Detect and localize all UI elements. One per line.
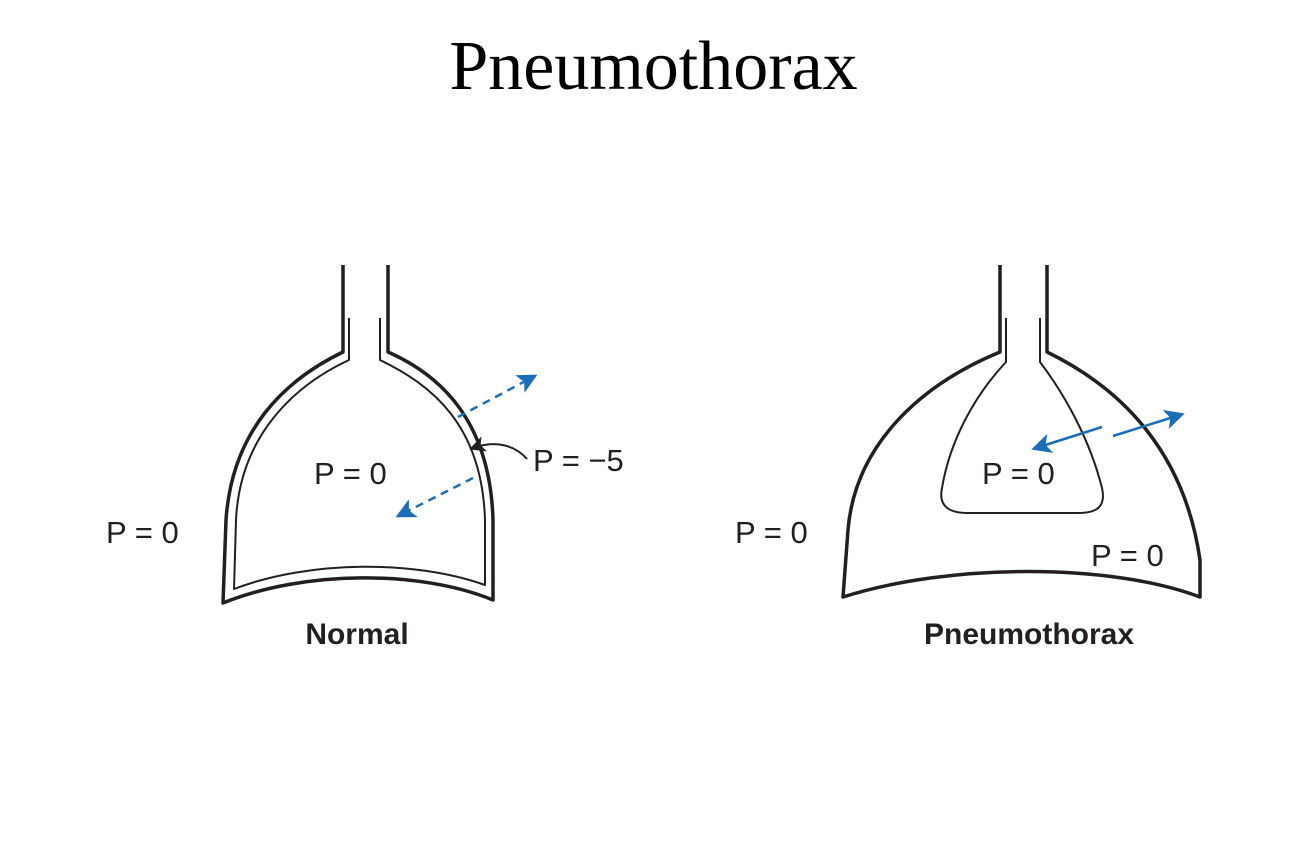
pneumothorax-chest-expansion-arrow — [1112, 409, 1185, 438]
normal-chest-wall — [221, 265, 495, 605]
pneumothorax-lung-recoil-arrow — [1031, 425, 1103, 453]
normal-lung-recoil-arrow — [395, 476, 474, 518]
pneumothorax-chest-wall — [841, 265, 1202, 599]
normal-outside-pressure-label: P = 0 — [106, 515, 179, 550]
normal-intrapleural-pressure-label: P = −5 — [533, 443, 624, 478]
pneumothorax-lung-pressure-label: P = 0 — [982, 456, 1055, 491]
normal-alveolar-pressure-label: P = 0 — [314, 456, 387, 491]
normal-caption: Normal — [305, 618, 408, 651]
normal-lung — [233, 318, 486, 590]
pneumothorax-outside-pressure-label: P = 0 — [735, 515, 808, 550]
pneumothorax-pleural-pressure-label: P = 0 — [1091, 538, 1164, 573]
normal-diagram: P = 0 P = 0 P = −5 Normal — [106, 265, 624, 651]
normal-chest-recoil-arrow — [457, 374, 538, 419]
slide-title: Pneumothorax — [449, 28, 858, 105]
pneumothorax-collapsed-lung — [940, 318, 1104, 514]
normal-intrapleural-pointer — [469, 436, 528, 460]
pneumothorax-caption: Pneumothorax — [924, 618, 1134, 651]
pneumothorax-diagram-panel: P = 0 P = 0 P = 0 Pneumothorax — [735, 265, 1202, 651]
